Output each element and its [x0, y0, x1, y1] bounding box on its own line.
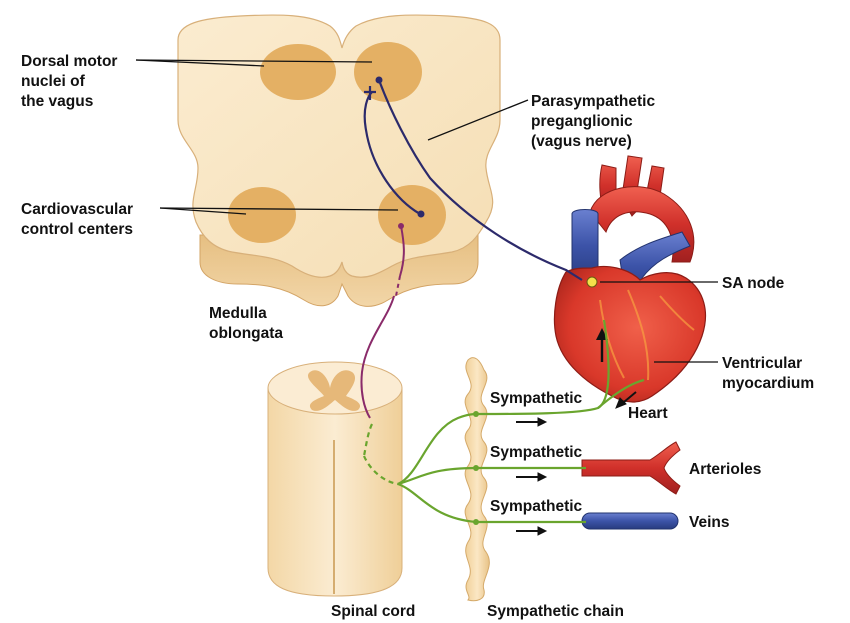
label-spinal-cord: Spinal cord: [331, 603, 415, 620]
label-parasympathetic: Parasympathetic preganglionic (vagus ner…: [531, 93, 659, 150]
sympathetic-ganglion-2: [473, 465, 479, 471]
label-heart: Heart: [628, 405, 668, 422]
label-sympathetic-heart: Sympathetic: [490, 390, 583, 407]
cv-center-neuron: [398, 223, 404, 229]
label-sa-node: SA node: [722, 275, 785, 292]
label-arterioles: Arterioles: [689, 461, 761, 478]
cv-center-vagus-neuron: [418, 211, 425, 218]
heart-body: [554, 267, 705, 403]
label-medulla: Medulla oblongata: [209, 305, 283, 342]
spinal-cord: [268, 362, 402, 596]
label-veins: Veins: [689, 514, 730, 531]
sympathetic-chain: [465, 358, 489, 601]
sa-node: [587, 277, 597, 287]
label-cardiovascular-control: Cardiovascular control centers: [21, 201, 137, 238]
medulla-oblongata: [178, 15, 500, 306]
vagus-neuron: [376, 77, 383, 84]
label-sympathetic-arterioles: Sympathetic: [490, 444, 583, 461]
arterioles-vessel: [582, 442, 680, 494]
heart: [554, 156, 705, 402]
label-ventricular: Ventricular myocardium: [722, 355, 814, 392]
label-dorsal-motor: Dorsal motor nuclei of the vagus: [21, 53, 122, 110]
cardiovascular-center-right: [378, 185, 446, 245]
sympathetic-ganglion-1: [473, 411, 479, 417]
veins-vessel: [582, 513, 678, 529]
dorsal-motor-nucleus-left: [260, 44, 336, 100]
label-sympathetic-veins: Sympathetic: [490, 498, 583, 515]
medulla-cross-section: [178, 15, 500, 277]
sympathetic-ganglion-3: [473, 519, 479, 525]
label-sympathetic-chain: Sympathetic chain: [487, 603, 624, 620]
cardiovascular-center-left: [228, 187, 296, 243]
